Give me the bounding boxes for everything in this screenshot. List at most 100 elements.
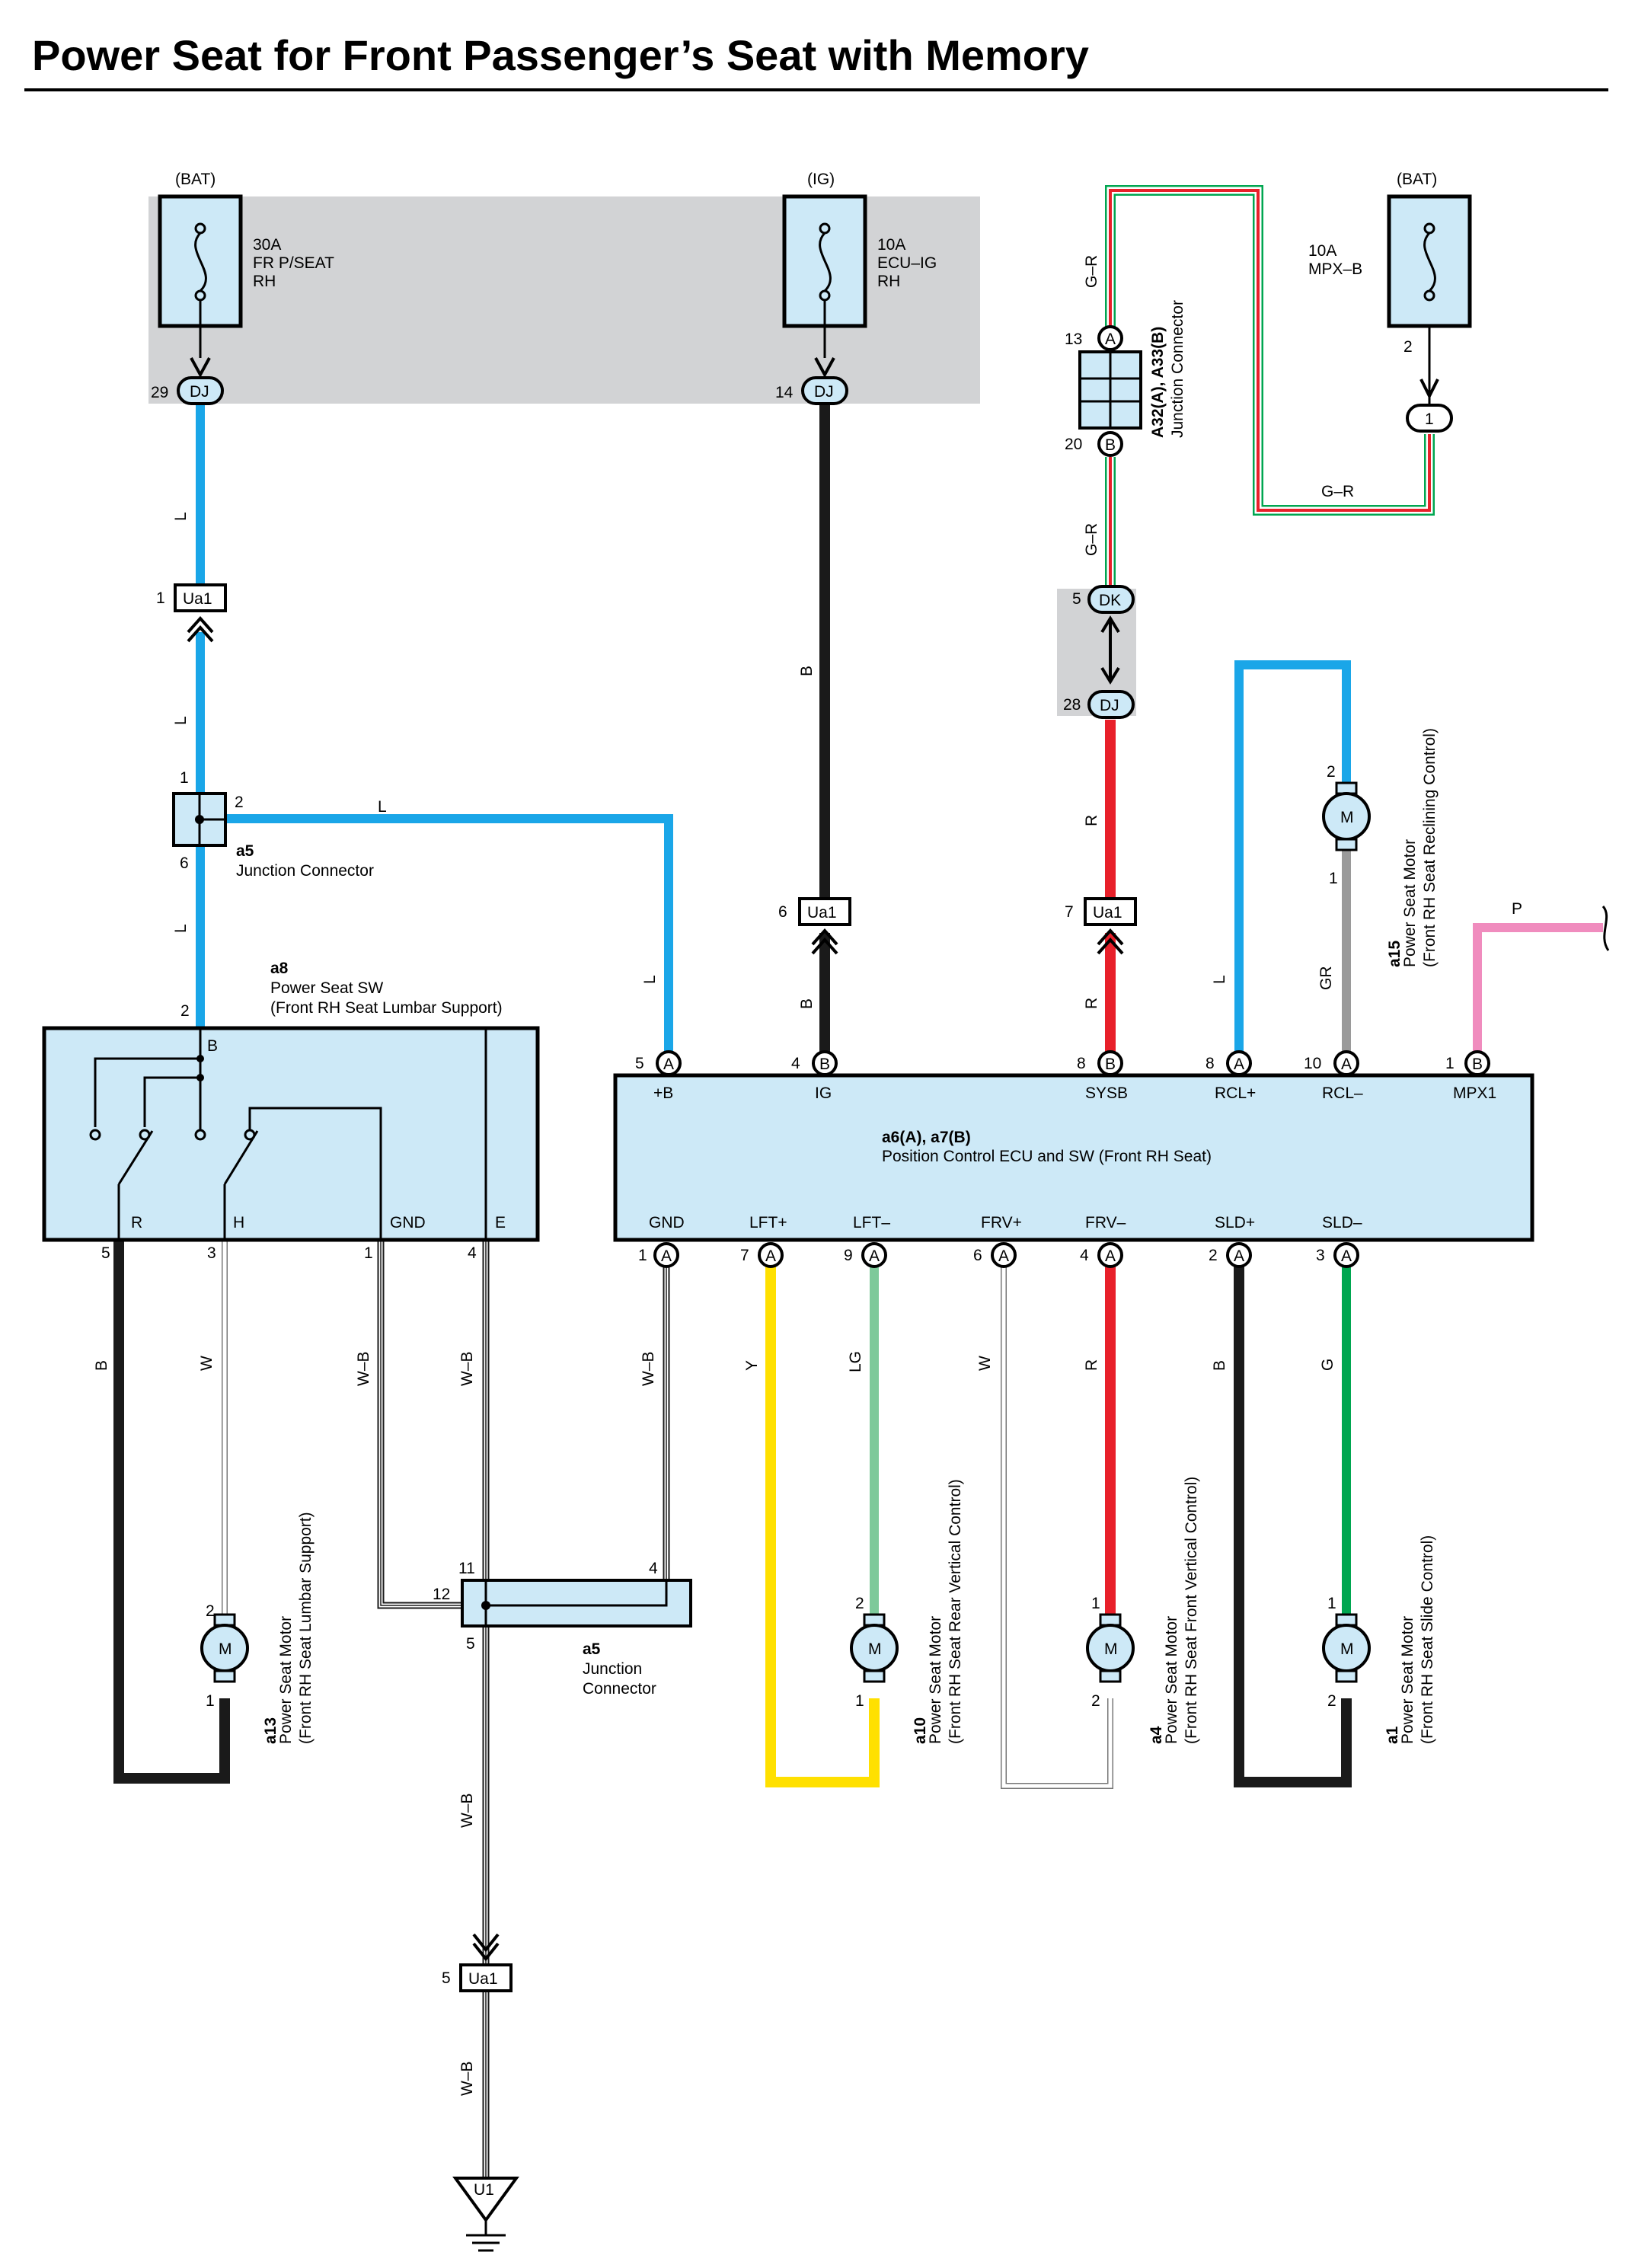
svg-text:W–B: W–B (458, 1351, 476, 1386)
svg-text:MPX–B: MPX–B (1308, 260, 1362, 278)
svg-text:L: L (172, 924, 190, 933)
svg-text:a15: a15 (1386, 941, 1403, 967)
wire-labels: L L L L L B B G–R G–R G–R R R L GR P B W… (93, 255, 1522, 2096)
svg-text:Ua1: Ua1 (807, 904, 837, 922)
connector-ua1-7: 7 Ua1 (1065, 897, 1137, 955)
svg-text:B: B (1105, 436, 1116, 454)
svg-text:Junction Connector: Junction Connector (1169, 300, 1186, 438)
svg-text:Power Seat SW: Power Seat SW (270, 979, 383, 997)
connector-dj-28: 28 DJ (1063, 690, 1135, 719)
svg-text:GR: GR (1317, 966, 1335, 991)
svg-text:B: B (207, 1037, 218, 1055)
svg-text:10: 10 (1304, 1055, 1321, 1072)
ecu-pin-ig: 4 B IG (791, 1050, 838, 1102)
svg-text:12: 12 (433, 1586, 450, 1603)
svg-text:a13: a13 (262, 1717, 279, 1744)
svg-text:a10: a10 (912, 1717, 929, 1744)
svg-text:RCL+: RCL+ (1215, 1084, 1256, 1102)
svg-text:B: B (93, 1360, 110, 1371)
svg-text:A: A (1341, 1247, 1352, 1265)
svg-text:a5: a5 (583, 1640, 601, 1658)
motor-a10: 2 M 1 a10 Power Seat Motor (Front RH Sea… (850, 1479, 964, 1744)
svg-text:DJ: DJ (814, 383, 834, 401)
ecu-pin-rcl-plus: 8 A RCL+ (1205, 1050, 1256, 1102)
svg-text:11: 11 (458, 1560, 475, 1577)
connector-mpx-1 (1406, 404, 1453, 433)
ecu-pin-sld-minus: SLD– 3 A (1316, 1214, 1362, 1268)
svg-text:B: B (1105, 1056, 1116, 1073)
svg-text:W–B: W–B (458, 1793, 476, 1828)
svg-text:E: E (495, 1214, 506, 1231)
svg-text:1: 1 (364, 1244, 373, 1262)
svg-text:U1: U1 (474, 2181, 494, 2199)
svg-text:(Front RH Seat Lumbar Support): (Front RH Seat Lumbar Support) (270, 999, 503, 1017)
svg-text:a1: a1 (1384, 1726, 1401, 1744)
ecu-pin-sld-plus: SLD+ 2 A (1209, 1214, 1255, 1268)
svg-text:LFT+: LFT+ (749, 1214, 787, 1231)
svg-text:5: 5 (1072, 590, 1081, 608)
svg-text:W: W (198, 1356, 216, 1371)
svg-text:A: A (998, 1247, 1009, 1265)
motor-a13: 2 M 1 a13 Power Seat Motor (Front RH Sea… (200, 1512, 315, 1744)
fuse-mpx-b: (BAT) 10A MPX–B 2 1 (1308, 171, 1472, 433)
svg-text:4: 4 (649, 1560, 658, 1577)
svg-text:1: 1 (1445, 1055, 1455, 1072)
svg-text:R: R (131, 1214, 142, 1231)
svg-text:G: G (1319, 1359, 1336, 1371)
svg-text:a4: a4 (1148, 1726, 1165, 1744)
svg-text:A: A (1341, 1056, 1352, 1073)
svg-text:A: A (1234, 1247, 1244, 1265)
page-title: Power Seat for Front Passenger’s Seat wi… (32, 31, 1089, 79)
svg-text:2: 2 (206, 1602, 215, 1620)
svg-text:(Front RH Seat Rear Vertical C: (Front RH Seat Rear Vertical Control) (947, 1479, 964, 1744)
ecu-pin-frv-minus: FRV– 4 A (1080, 1214, 1126, 1268)
svg-text:B: B (798, 998, 816, 1009)
svg-text:L: L (378, 798, 387, 816)
motor-a4: 1 M 2 a4 Power Seat Motor (Front RH Seat… (1086, 1477, 1200, 1744)
svg-text:30A: 30A (253, 236, 281, 254)
svg-text:4: 4 (468, 1244, 477, 1262)
ecu-pin-gnd: GND 1 A (638, 1214, 685, 1268)
svg-text:P: P (1512, 900, 1522, 918)
svg-text:1: 1 (638, 1247, 647, 1264)
svg-text:Power Seat Motor: Power Seat Motor (927, 1616, 944, 1744)
svg-text:LFT–: LFT– (853, 1214, 890, 1231)
svg-text:G–R: G–R (1083, 255, 1100, 288)
svg-text:G–R: G–R (1083, 523, 1100, 556)
svg-text:Y: Y (743, 1360, 761, 1371)
svg-text:Junction: Junction (583, 1660, 642, 1678)
wire-L-rcl (1234, 660, 1351, 1062)
svg-text:14: 14 (775, 384, 794, 401)
svg-text:A: A (765, 1247, 776, 1265)
svg-text:SLD+: SLD+ (1215, 1214, 1255, 1231)
svg-text:R: R (1083, 815, 1100, 826)
svg-text:(Front RH Seat Reclining Contr: (Front RH Seat Reclining Control) (1421, 728, 1439, 967)
svg-text:2: 2 (855, 1595, 864, 1612)
fuse-ecu-ig: (IG) 10A ECU–IG RH (782, 171, 937, 358)
motor-a15: 2 M 1 a15 Power Seat Motor (Front RH Sea… (1322, 728, 1439, 967)
svg-text:10A: 10A (1308, 242, 1336, 260)
svg-text:DJ: DJ (1100, 697, 1119, 714)
svg-text:R: R (1083, 998, 1100, 1009)
svg-text:2: 2 (180, 1002, 190, 1020)
svg-text:G–R: G–R (1321, 483, 1354, 500)
svg-text:M: M (868, 1640, 882, 1658)
svg-text:R: R (1083, 1359, 1100, 1371)
ecu-pin-frv-plus: FRV+ 6 A (973, 1214, 1022, 1268)
svg-text:10A: 10A (877, 236, 905, 254)
svg-text:5: 5 (101, 1244, 110, 1262)
svg-text:Junction Connector: Junction Connector (236, 862, 374, 880)
junction-connector-a5-bottom: 11 12 4 5 a5 Junction Connector (433, 1560, 692, 1698)
svg-text:(Front RH Seat Lumbar Support): (Front RH Seat Lumbar Support) (297, 1512, 315, 1744)
ecu-pin-rcl-minus: 10 A RCL– (1304, 1050, 1363, 1102)
svg-text:4: 4 (1080, 1247, 1089, 1264)
svg-text:DJ: DJ (190, 383, 209, 401)
power-seat-switch-a8: a8 Power Seat SW (Front RH Seat Lumbar S… (42, 960, 540, 1262)
svg-text:9: 9 (844, 1247, 853, 1264)
svg-text:SYSB: SYSB (1085, 1084, 1128, 1102)
svg-text:2: 2 (1403, 338, 1413, 356)
svg-text:+B: +B (653, 1084, 673, 1102)
svg-text:5: 5 (635, 1055, 644, 1072)
junction-connector-a32-a33: 13 A 20 B A32(A), A33(B) Junction Connec… (1065, 300, 1186, 457)
svg-text:2: 2 (1327, 763, 1336, 781)
